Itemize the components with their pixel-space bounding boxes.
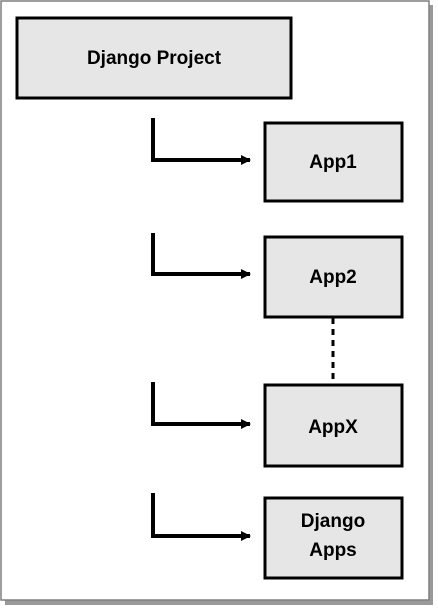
app1-box (263, 121, 404, 203)
django-apps-box (263, 496, 404, 580)
connector-arrow-app2 (151, 233, 251, 279)
django-project-label: Django Project (87, 48, 222, 69)
app1-label: App1 (309, 152, 357, 173)
django-project-node: Django Project (15, 16, 293, 100)
appx-box (263, 383, 404, 468)
django-apps-label-line1: Django (301, 511, 365, 532)
django-apps-label-line2: Apps (309, 540, 357, 561)
appx-node: AppX (263, 383, 404, 468)
connector-arrow-app1 (151, 118, 251, 165)
connector-arrow-appx (151, 382, 251, 429)
app1-node: App1 (263, 121, 404, 203)
app2-node: App2 (263, 235, 404, 319)
app2-box (263, 235, 404, 319)
connector-arrow-django-apps (151, 493, 251, 541)
django-apps-node: Django Apps (263, 496, 404, 580)
appx-label: AppX (308, 417, 358, 438)
django-project-box (15, 16, 293, 100)
app2-label: App2 (309, 267, 357, 288)
